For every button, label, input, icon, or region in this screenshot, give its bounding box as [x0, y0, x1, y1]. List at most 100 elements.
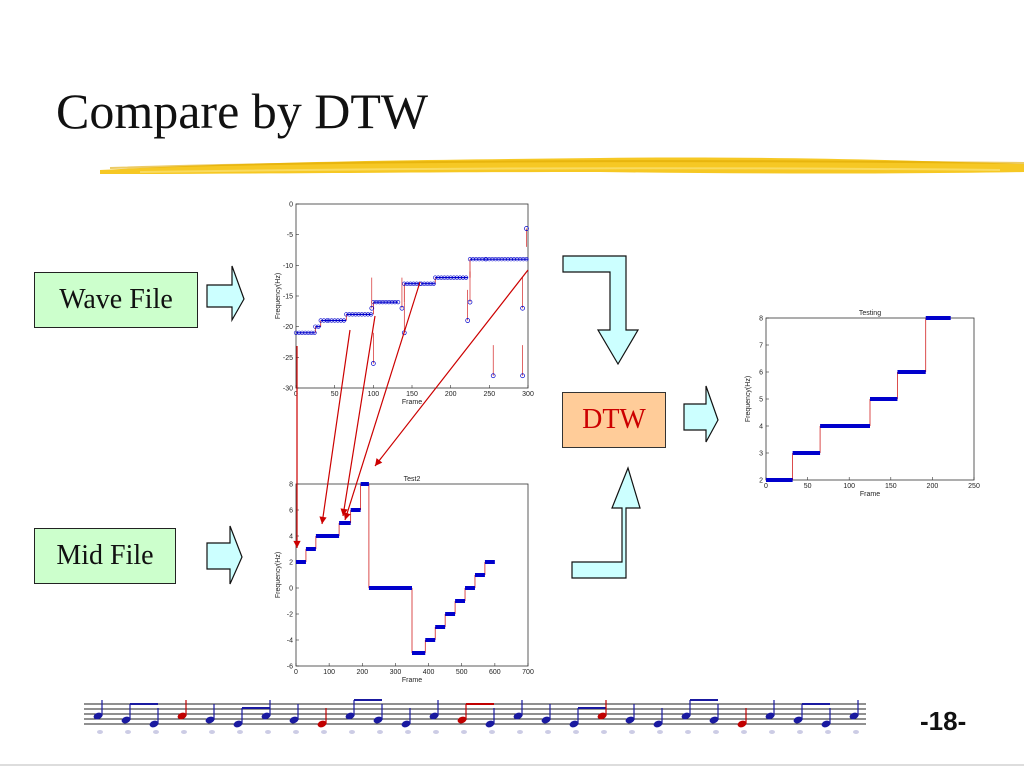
music-note-head — [289, 716, 299, 724]
x-axis-label: Frame — [860, 491, 880, 498]
data-point — [515, 257, 520, 262]
x-axis-label: Frame — [402, 399, 422, 406]
x-tick-label: 100 — [323, 669, 335, 676]
music-note-head — [625, 716, 635, 724]
music-note-head — [457, 716, 467, 724]
music-note-shadow — [321, 730, 327, 734]
music-note-head — [485, 720, 495, 728]
x-tick-label: 200 — [927, 483, 939, 490]
data-point — [312, 330, 317, 335]
x-tick-label: 250 — [968, 483, 980, 490]
y-tick-label: -6 — [287, 664, 293, 671]
bottom-divider — [0, 764, 1024, 766]
x-tick-label: 300 — [390, 669, 402, 676]
x-tick-label: 100 — [843, 483, 855, 490]
outlier-point — [524, 226, 529, 231]
y-tick-label: -15 — [283, 294, 293, 301]
brush-stroke-divider — [100, 157, 1024, 174]
music-note-shadow — [461, 730, 467, 734]
music-note-head — [821, 720, 831, 728]
x-tick-label: 0 — [294, 669, 298, 676]
y-tick-label: 8 — [759, 316, 763, 323]
music-note-shadow — [181, 730, 187, 734]
y-axis-label: Frequency(Hz) — [275, 273, 282, 319]
music-note-shadow — [433, 730, 439, 734]
y-tick-label: 4 — [289, 534, 293, 541]
music-note-shadow — [517, 730, 523, 734]
music-note-shadow — [713, 730, 719, 734]
music-note-head — [737, 720, 747, 728]
music-note-head — [541, 716, 551, 724]
x-tick-label: 100 — [367, 391, 379, 398]
x-tick-label: 200 — [445, 391, 457, 398]
y-tick-label: 8 — [289, 482, 293, 489]
data-point — [303, 330, 308, 335]
x-tick-label: 50 — [804, 483, 812, 490]
data-point — [474, 257, 479, 262]
wave-file-label: Wave File — [34, 272, 198, 328]
music-note-head — [121, 716, 131, 724]
y-tick-label: -2 — [287, 612, 293, 619]
music-note-shadow — [377, 730, 383, 734]
x-tick-label: 0 — [764, 483, 768, 490]
music-note-head — [765, 712, 775, 720]
y-axis-label: Frequency(Hz) — [745, 376, 752, 422]
data-point — [511, 257, 517, 262]
x-tick-label: 700 — [522, 669, 534, 676]
music-note-head — [233, 720, 243, 728]
mid-file-label: Mid File — [34, 528, 176, 584]
y-tick-label: -30 — [283, 386, 293, 393]
data-point — [508, 257, 514, 262]
music-note-head — [401, 720, 411, 728]
data-point — [313, 324, 318, 329]
y-tick-label: -5 — [287, 232, 293, 239]
x-tick-label: 0 — [294, 391, 298, 398]
y-tick-label: -25 — [283, 355, 293, 362]
y-axis-label: Frequency(Hz) — [275, 552, 282, 598]
y-tick-label: 5 — [759, 397, 763, 404]
music-note-head — [345, 712, 355, 720]
y-tick-label: -20 — [283, 324, 293, 331]
y-tick-label: 2 — [759, 478, 763, 485]
music-note-shadow — [265, 730, 271, 734]
x-axis-label: Frame — [402, 677, 422, 684]
x-tick-label: 150 — [406, 391, 418, 398]
x-tick-label: 200 — [356, 669, 368, 676]
music-note-head — [177, 712, 187, 720]
data-point — [306, 330, 311, 335]
x-tick-label: 150 — [885, 483, 897, 490]
mid-file-text: Mid File — [56, 540, 154, 571]
music-note-shadow — [685, 730, 691, 734]
data-point — [493, 257, 498, 262]
music-note-head — [849, 712, 859, 720]
y-tick-label: 4 — [759, 424, 763, 431]
dtw-box: DTW — [562, 392, 666, 448]
data-point — [332, 318, 337, 323]
block-arrow-right-icon — [683, 385, 719, 443]
music-note-head — [261, 712, 271, 720]
music-note-shadow — [741, 730, 747, 734]
music-note-shadow — [293, 730, 299, 734]
data-point — [335, 318, 340, 323]
x-tick-label: 500 — [456, 669, 468, 676]
music-note-head — [93, 712, 103, 720]
x-tick-label: 600 — [489, 669, 501, 676]
data-point — [505, 257, 510, 262]
y-tick-label: -4 — [287, 638, 293, 645]
y-tick-label: 3 — [759, 451, 763, 458]
data-point — [524, 257, 529, 262]
music-note-shadow — [769, 730, 775, 734]
block-arrow-right-icon — [206, 525, 243, 585]
music-note-shadow — [853, 730, 859, 734]
x-tick-label: 300 — [522, 391, 534, 398]
music-note-shadow — [349, 730, 355, 734]
x-tick-label: 400 — [423, 669, 435, 676]
y-tick-label: 0 — [289, 202, 293, 209]
music-note-head — [793, 716, 803, 724]
music-note-shadow — [153, 730, 159, 734]
music-note-shadow — [97, 730, 103, 734]
music-note-shadow — [125, 730, 131, 734]
music-note-head — [429, 712, 439, 720]
music-note-shadow — [405, 730, 411, 734]
